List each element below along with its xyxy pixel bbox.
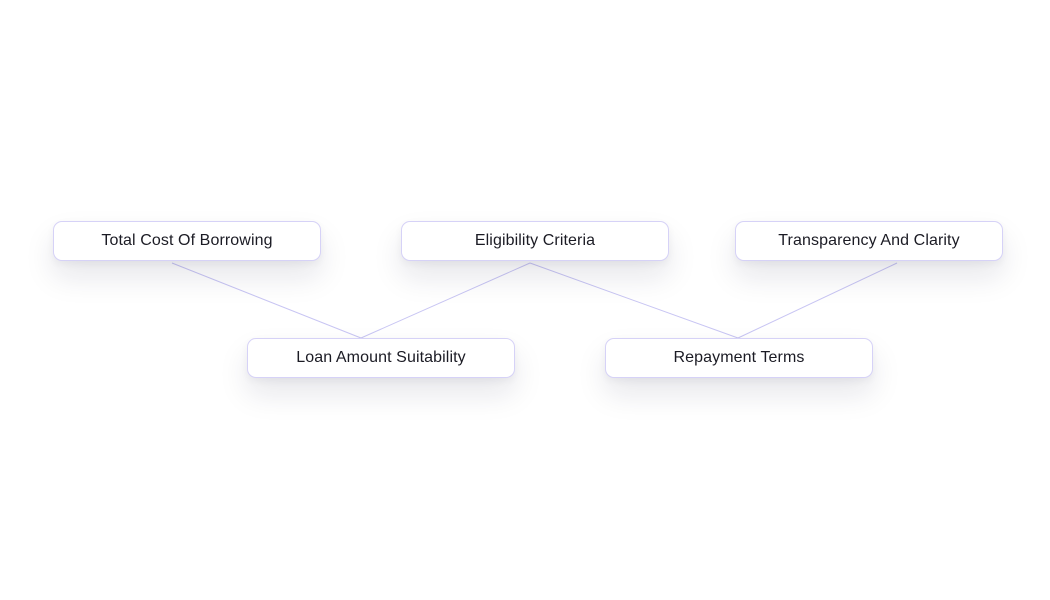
connector-eligibility-to-repayment — [529, 262, 739, 339]
node-label: Repayment Terms — [673, 349, 805, 366]
node-label: Loan Amount Suitability — [296, 349, 466, 366]
node-transparency-and-clarity[interactable]: Transparency And Clarity — [735, 221, 1003, 261]
node-eligibility-criteria[interactable]: Eligibility Criteria — [401, 221, 669, 261]
node-label: Transparency And Clarity — [778, 232, 960, 249]
connector-eligibility-to-loan-amount — [360, 262, 531, 339]
node-label: Total Cost Of Borrowing — [101, 232, 273, 249]
connector-total-cost-to-loan-amount — [171, 262, 362, 339]
node-repayment-terms[interactable]: Repayment Terms — [605, 338, 873, 378]
node-total-cost-of-borrowing[interactable]: Total Cost Of Borrowing — [53, 221, 321, 261]
node-label: Eligibility Criteria — [474, 232, 596, 249]
connector-transparency-to-repayment — [737, 262, 898, 339]
node-loan-amount-suitability[interactable]: Loan Amount Suitability — [247, 338, 515, 378]
